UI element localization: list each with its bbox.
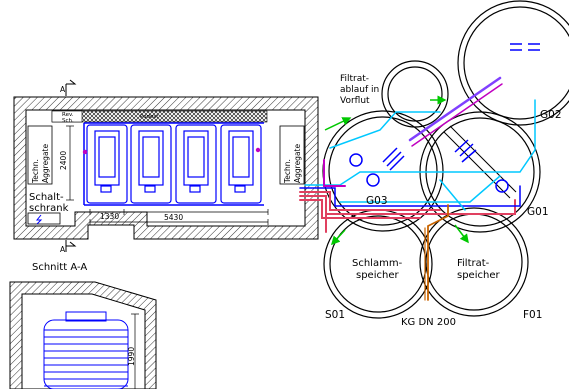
- pipes: [299, 76, 536, 301]
- techn-right-line2: Aggregate: [293, 144, 302, 183]
- tank-units: [83, 122, 264, 206]
- techn-left-line2: Aggregate: [41, 144, 50, 183]
- section-dimension: [131, 313, 139, 389]
- filtrat-ablauf-line1: Filtrat-: [340, 74, 369, 84]
- section-marker-bottom: [65, 240, 77, 252]
- tank-g02: [457, 0, 569, 126]
- techn-right-line1: Techn.: [283, 159, 292, 184]
- flow-arrow-1: [324, 117, 352, 131]
- tank-s01-label: S01: [325, 309, 345, 321]
- g01-divider: [443, 125, 517, 199]
- pipe-purple-2: [411, 83, 503, 147]
- tank-f01-label: F01: [523, 309, 542, 321]
- schalt-label-line2: schrank: [29, 203, 69, 214]
- pipe-purple-1: [408, 76, 502, 142]
- pipe-blue-1: [299, 185, 521, 207]
- pipe-cyan-3: [439, 179, 466, 211]
- pipe-red-2: [299, 195, 516, 215]
- section-tank: [43, 311, 129, 389]
- pump-icon-g01: [495, 179, 509, 193]
- pipe-cyan-4: [329, 111, 441, 149]
- tank-unit-4: [220, 124, 262, 204]
- filtrat-ablauf-line2: ablauf in: [340, 85, 379, 95]
- schlamm-label-line2: speicher: [356, 270, 399, 281]
- rev-label-line1: Rev.: [62, 112, 74, 118]
- pipe-red-4: [299, 199, 421, 219]
- tank-unit-1: [86, 124, 128, 204]
- pipe-orange-kg: [427, 204, 449, 301]
- instruments: [349, 43, 540, 193]
- podest-label: Podest: [140, 114, 159, 120]
- pipe-magenta-1: [323, 159, 346, 187]
- dim-short-label: 1330: [100, 212, 119, 221]
- rev-label-line2: Sch.: [62, 118, 74, 124]
- podest-strip: [51, 110, 268, 123]
- tank-g01-label: G01: [527, 206, 549, 218]
- section-title: Schnitt A-A: [32, 262, 87, 273]
- pump-icon-g03-b: [366, 173, 380, 187]
- schlamm-label-line1: Schlamm-: [352, 258, 403, 269]
- filtrat-ablauf-line3: Vorflut: [340, 96, 370, 106]
- dim-long-label: 5430: [164, 213, 183, 222]
- tank-unit-3: [175, 124, 217, 204]
- lightning-icon: [35, 214, 43, 225]
- filtrat-label-line1: Filtrat-: [457, 258, 490, 269]
- pump-icon-g03-a: [349, 153, 363, 167]
- valve-dot-right: [255, 147, 261, 153]
- kg-dn-label: KG DN 200: [401, 317, 456, 328]
- diffuser-icon-g02: [510, 43, 540, 51]
- building-plan: [13, 79, 319, 252]
- pipe-red-1: [299, 191, 441, 211]
- tank-g02-label: G02: [540, 109, 562, 121]
- tank-g03-label: G03: [366, 195, 388, 207]
- techn-aggregate-left-box: [27, 125, 53, 185]
- schalt-label-line1: Schalt-: [29, 192, 64, 203]
- aerator-icon-g03: [382, 147, 405, 171]
- dimension-lines: [66, 125, 269, 225]
- outdoor-tanks: [322, 0, 569, 319]
- pipe-cyan-2: [339, 175, 501, 203]
- filtrat-label-line2: speicher: [457, 270, 500, 281]
- schaltschrank-box: [27, 212, 61, 225]
- techn-aggregate-right-box: [279, 125, 305, 185]
- flow-arrow-3: [454, 224, 469, 244]
- aerator-icon-g01: [454, 139, 477, 163]
- section-aa-drawing: [9, 281, 157, 389]
- tank-unit-2: [130, 124, 172, 204]
- flow-arrow-4: [330, 229, 346, 246]
- section-marker-top-label: A: [60, 85, 66, 94]
- techn-left-line1: Techn.: [31, 159, 40, 184]
- dim-tank-height-label: 1990: [127, 347, 136, 366]
- section-marker-bottom-label: A: [60, 245, 66, 254]
- section-marker-top: [65, 79, 77, 96]
- flow-arrows: [324, 95, 469, 246]
- section-wall: [9, 281, 157, 389]
- rev-box: [51, 110, 83, 123]
- valve-dot-left: [82, 149, 88, 155]
- dim-height-label: 2400: [59, 151, 68, 170]
